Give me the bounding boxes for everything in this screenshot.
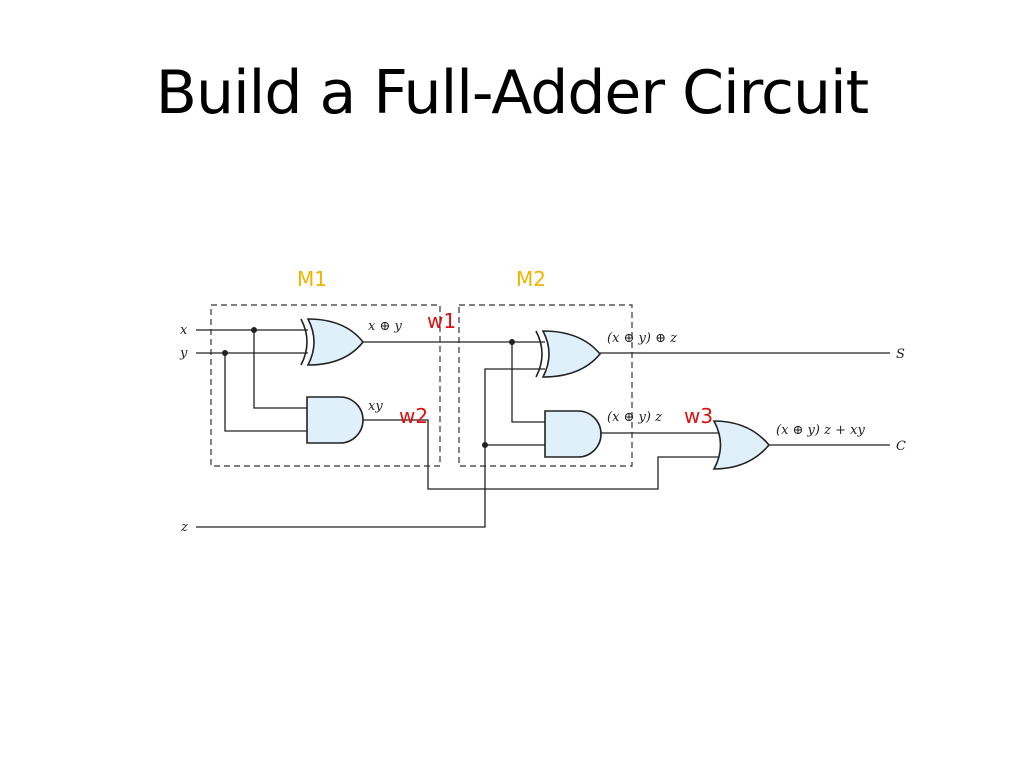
wire-y-to-and1	[224, 353, 310, 432]
module-m1-label: M1	[297, 267, 327, 291]
wire-label-w2: w2	[399, 404, 428, 428]
xor-gate-1	[300, 318, 365, 366]
input-x-label: x	[180, 323, 188, 338]
signal-or-label: (x ⊕ y) z + xy	[776, 423, 865, 438]
wire-w2	[363, 419, 720, 490]
module-m2-label: M2	[516, 267, 546, 291]
slide-title: Build a Full-Adder Circuit	[155, 58, 869, 128]
input-y-label: y	[179, 346, 188, 361]
junction-z	[482, 442, 488, 448]
junction-x	[251, 327, 257, 333]
signal-xor1-label: x ⊕ y	[368, 319, 402, 334]
and-gate-2	[544, 410, 602, 458]
signal-and1-label: xy	[368, 399, 383, 414]
wire-label-w1: w1	[427, 309, 456, 333]
junction-w1	[509, 339, 515, 345]
or-gate	[712, 420, 771, 470]
module-m1-box	[210, 304, 441, 467]
junction-y	[222, 350, 228, 356]
output-c-label: C	[896, 439, 906, 454]
wire-x-to-and1	[253, 330, 310, 409]
xor-gate-2	[535, 330, 602, 378]
output-s-label: S	[896, 347, 905, 362]
and-gate-1	[306, 396, 364, 444]
signal-xor2-label: (x ⊕ y) ⊕ z	[607, 331, 677, 346]
wire-z	[196, 368, 545, 528]
wire-label-w3: w3	[684, 404, 713, 428]
module-m2-box	[458, 304, 633, 467]
signal-and2-label: (x ⊕ y) z	[607, 410, 662, 425]
input-z-label: z	[180, 520, 188, 535]
